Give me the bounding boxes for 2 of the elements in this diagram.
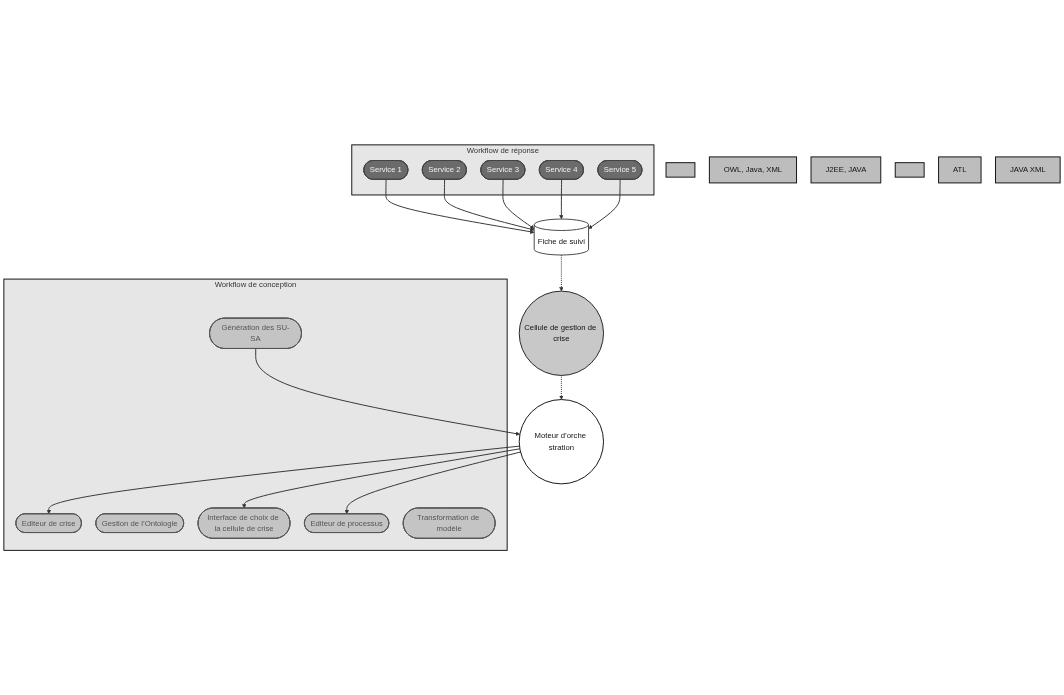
- node-box: [894, 162, 925, 178]
- node-box: [665, 162, 696, 178]
